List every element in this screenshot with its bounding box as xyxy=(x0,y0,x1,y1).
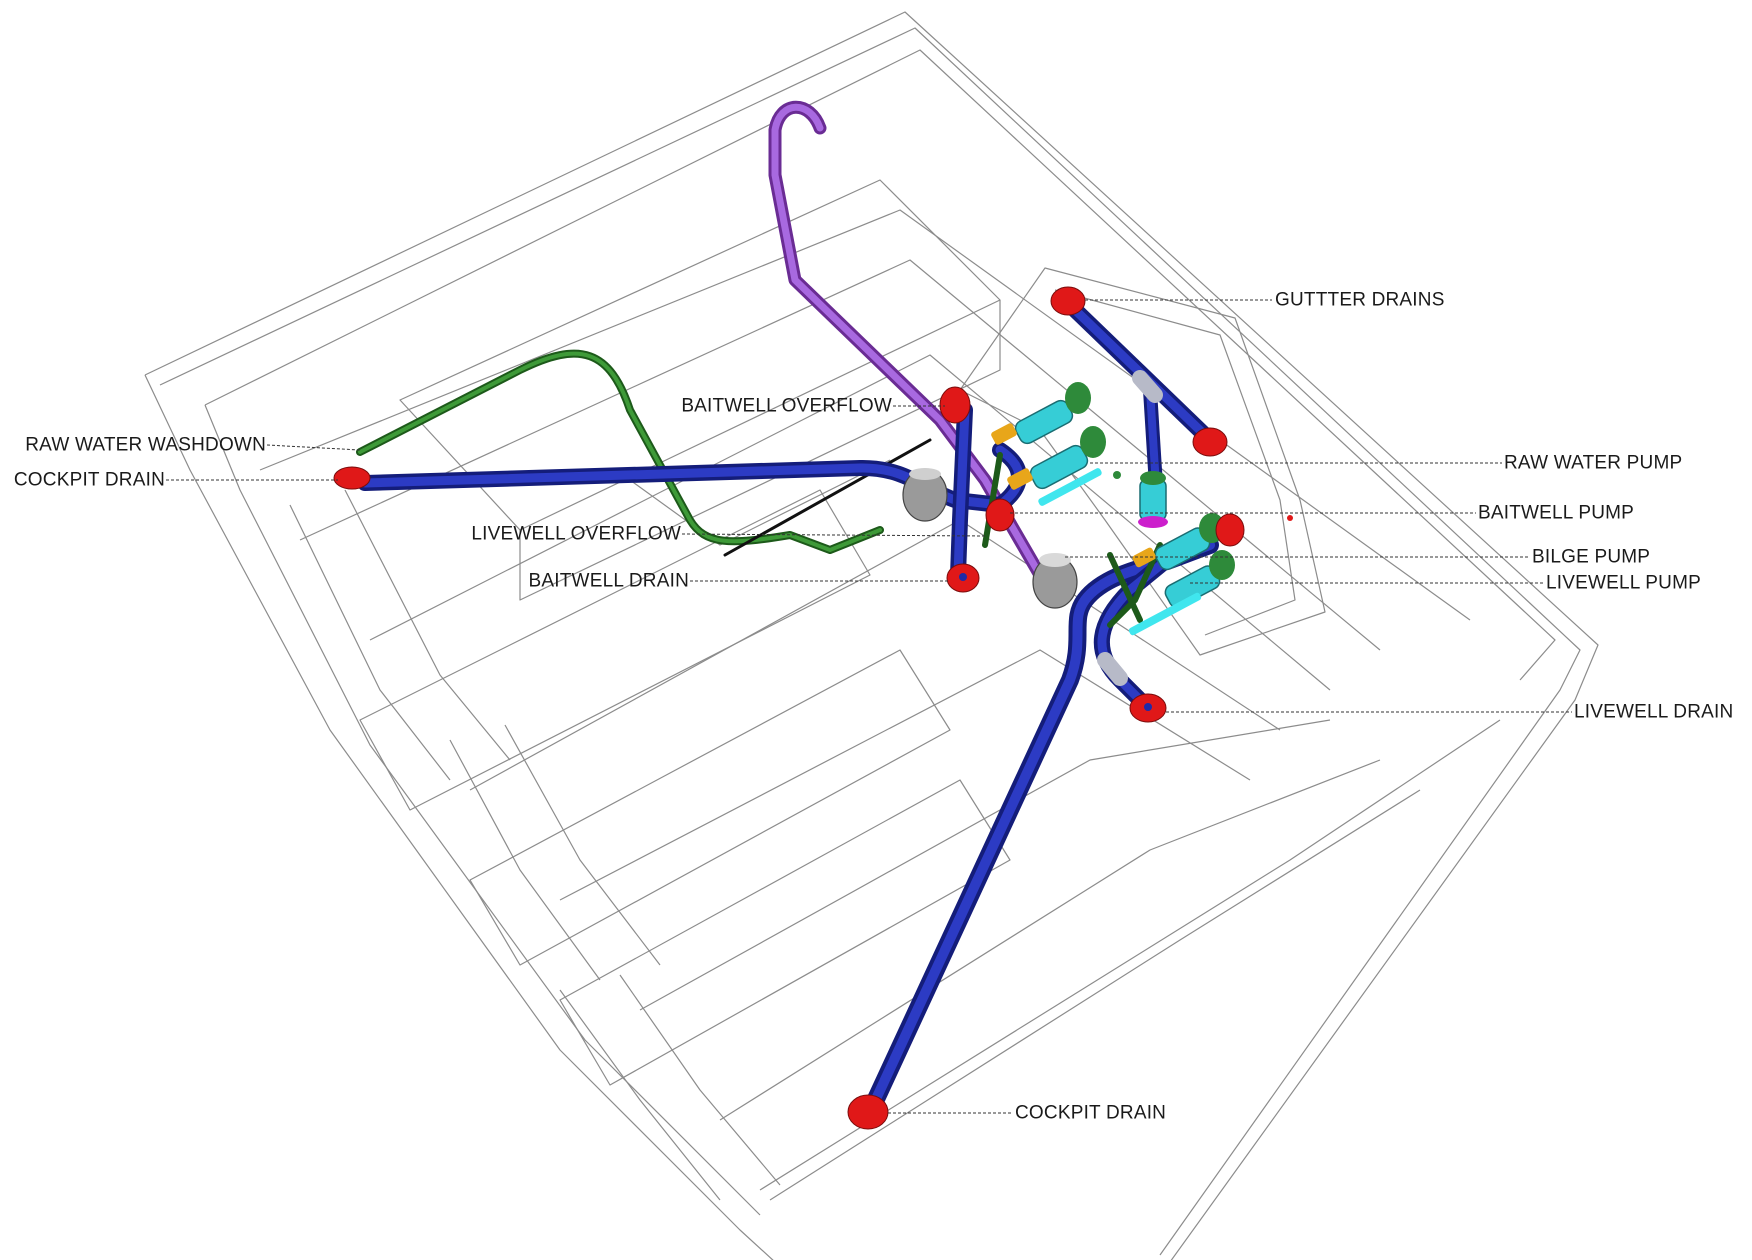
gutter-drain-fitting-top xyxy=(1050,286,1086,316)
livewell-overflow-fitting xyxy=(985,498,1015,532)
hull-gunwale-outer xyxy=(144,11,1599,1260)
label-livewell-pump: LIVEWELL PUMP xyxy=(1546,572,1701,594)
hull-well-box-inner xyxy=(1054,289,1296,636)
washdown-pump-shape xyxy=(1007,426,1106,506)
washdown-pump-cap xyxy=(1080,426,1106,458)
leader-livewell-overflow xyxy=(681,533,986,537)
hull-console-front xyxy=(519,300,1001,601)
label-cockpit-drain-fwd: COCKPIT DRAIN xyxy=(1015,1102,1167,1124)
cockpit-drain-fitting-aft xyxy=(333,466,371,490)
strainer-fwd xyxy=(1032,553,1078,609)
label-raw-water-pump: RAW WATER PUMP xyxy=(1504,452,1683,474)
hull-floor-line-5 xyxy=(559,649,1251,901)
hull-floor-line-1 xyxy=(259,209,1471,621)
cockpit-drain-fitting-fwd xyxy=(847,1094,889,1130)
baitwell-overflow-fitting xyxy=(939,386,971,424)
baitwell-drain-fitting-hole xyxy=(959,573,967,581)
leader-lines xyxy=(166,299,1572,1114)
hull-bulkhead-3 xyxy=(559,779,1011,1086)
washdown-pump-fitting xyxy=(1007,468,1033,490)
strainer-aft xyxy=(902,468,948,522)
hull-bulkhead-1 xyxy=(359,489,871,811)
hull-side-aft-inner xyxy=(204,404,761,1216)
label-baitwell-pump: BAITWELL PUMP xyxy=(1478,502,1635,524)
baitwell-pump-base xyxy=(1138,516,1168,528)
hull-floor-line-6 xyxy=(639,719,1331,1011)
wiring-line xyxy=(723,438,932,557)
hull-stringer-b xyxy=(344,489,511,761)
label-baitwell-overflow: BAITWELL OVERFLOW xyxy=(681,395,892,417)
baitwell-drain-hose-highlight xyxy=(953,405,970,580)
leader-raw-water-washdown xyxy=(266,444,361,451)
baitwell-pump-shape xyxy=(1138,471,1168,528)
raw-water-pump-fitting xyxy=(991,423,1017,445)
hull-stringer-d xyxy=(504,724,661,966)
hull-stringer-a xyxy=(289,504,451,781)
strainer-aft-top xyxy=(909,468,941,480)
livewell-drain-fitting-hole xyxy=(1144,703,1152,711)
red-marker-dot xyxy=(1287,515,1293,521)
hull-stringer-f xyxy=(619,974,781,1186)
hoses xyxy=(356,100,1219,1121)
hull-deck-edge xyxy=(759,719,1501,1191)
coupler-2 xyxy=(1097,652,1128,686)
label-bilge-pump: BILGE PUMP xyxy=(1532,546,1651,568)
cockpit-drain-hose-fwd-highlight xyxy=(865,540,1215,1117)
bilge-pump-fitting xyxy=(1132,547,1156,568)
hull-gunwale-inner xyxy=(159,27,1581,1256)
livewell-pump-base xyxy=(1128,592,1202,636)
hull-stringer-e xyxy=(559,989,721,1201)
hull-side-aft xyxy=(144,374,774,1260)
washdown-hose-highlight xyxy=(358,351,882,552)
label-cockpit-drain-aft: COCKPIT DRAIN xyxy=(13,469,165,491)
raw-water-pump-cap xyxy=(1065,382,1091,414)
label-gutter-drains: GUTTTER DRAINS xyxy=(1275,289,1445,311)
hull-outline xyxy=(144,11,1599,1260)
label-livewell-overflow: LIVEWELL OVERFLOW xyxy=(471,523,681,545)
coupler-1 xyxy=(1132,370,1163,403)
bilge-pump-fitting-red xyxy=(1215,513,1245,547)
pumps xyxy=(902,382,1235,636)
baitwell-overflow-hose-highlight xyxy=(771,103,1044,579)
hull-floor-line-7 xyxy=(719,759,1381,1121)
label-livewell-drain: LIVEWELL DRAIN xyxy=(1574,701,1734,723)
label-baitwell-drain: BAITWELL DRAIN xyxy=(528,570,689,592)
green-marker-dot xyxy=(1113,471,1121,479)
baitwell-pump-cap xyxy=(1140,471,1166,485)
washdown-pump-base xyxy=(1038,468,1102,506)
fittings xyxy=(333,286,1293,1130)
hull-stringer-c xyxy=(449,739,601,981)
hull-well-box xyxy=(959,267,1326,656)
label-raw-water-washdown: RAW WATER WASHDOWN xyxy=(25,434,266,456)
pump-feed-hose-2 xyxy=(1107,542,1163,628)
hull-floor-line-8 xyxy=(769,789,1421,1201)
hull-transom-step xyxy=(629,459,891,546)
pump-feed-hose xyxy=(982,452,1143,623)
hull-bulkhead-2 xyxy=(469,649,951,966)
raw-water-pump-shape xyxy=(991,382,1091,445)
gutter-drain-fitting-right xyxy=(1192,427,1228,457)
strainer-fwd-top xyxy=(1039,553,1071,567)
hull-coaming xyxy=(204,49,1556,681)
